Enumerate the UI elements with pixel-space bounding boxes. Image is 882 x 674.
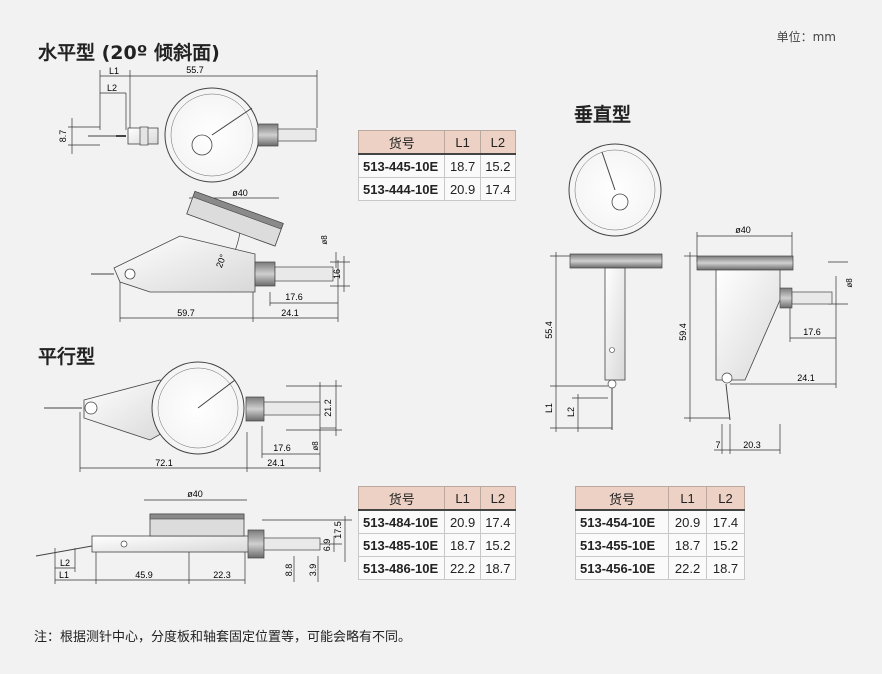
spec-table-vertical: 货号 L1 L2 513-454-10E 20.9 17.4 513-455-1…: [574, 486, 745, 580]
table-header-row: 货号 L1 L2: [357, 130, 517, 155]
model-number: 513-485-10E: [357, 533, 446, 557]
spec-table-parallel: 货号 L1 L2 513-484-10E 20.9 17.4 513-485-1…: [357, 486, 517, 580]
dim-label: L2: [60, 558, 70, 568]
l1-value: 18.7: [444, 533, 481, 557]
header-l1: L1: [668, 486, 708, 511]
horizontal-top-view: L1 L2 55.7 8.7: [58, 65, 318, 183]
model-number: 513-454-10E: [574, 509, 670, 534]
dim-label: 45.9: [135, 570, 153, 580]
table-row: 513-485-10E 18.7 15.2: [357, 533, 517, 557]
dim-label: 20°: [214, 252, 228, 269]
l2-value: 18.7: [706, 556, 745, 580]
model-number: 513-456-10E: [574, 556, 670, 580]
dim-label: L1: [59, 570, 69, 580]
table-row: 513-484-10E 20.9 17.4: [357, 509, 517, 534]
dim-label: 21.2: [323, 399, 333, 417]
dim-label: 55.4: [544, 321, 554, 339]
l2-value: 15.2: [479, 533, 517, 557]
header-l2: L2: [479, 486, 517, 511]
l2-value: 18.7: [479, 556, 517, 580]
l1-value: 20.9: [444, 177, 481, 201]
l1-value: 18.7: [444, 153, 481, 178]
dim-label: 3.9: [308, 564, 318, 577]
parallel-top-view: 21.2 17.6 ø8 72.1 24.1: [44, 361, 342, 472]
dim-label: 7: [715, 440, 720, 450]
section-title-vertical: 垂直型: [574, 104, 632, 126]
dim-label: ø40: [735, 225, 751, 235]
table-row: 513-486-10E 22.2 18.7: [357, 556, 517, 580]
l1-value: 20.9: [444, 509, 481, 534]
table-row: 513-454-10E 20.9 17.4: [574, 509, 745, 534]
model-number: 513-486-10E: [357, 556, 446, 580]
l1-value: 18.7: [668, 533, 708, 557]
dim-label: 22.3: [213, 570, 231, 580]
model-number: 513-484-10E: [357, 509, 446, 534]
l2-value: 17.4: [479, 177, 517, 201]
dim-label: 17.6: [285, 292, 303, 302]
dim-label: 20.3: [743, 440, 761, 450]
model-number: 513-455-10E: [574, 533, 670, 557]
l2-value: 15.2: [479, 153, 517, 178]
dim-label: ø8: [845, 278, 854, 288]
dim-label: 17.6: [803, 327, 821, 337]
section-title-parallel: 平行型: [38, 346, 96, 368]
table-header-row: 货号 L1 L2: [574, 486, 745, 511]
dim-label: ø40: [187, 489, 203, 499]
l2-value: 17.4: [479, 509, 517, 534]
unit-label: 单位：mm: [776, 30, 836, 44]
l1-value: 20.9: [668, 509, 708, 534]
header-l1: L1: [444, 130, 481, 155]
header-l2: L2: [479, 130, 517, 155]
l2-value: 15.2: [706, 533, 745, 557]
header-l1: L1: [444, 486, 481, 511]
dim-label: ø8: [311, 441, 320, 451]
header-model: 货号: [357, 486, 446, 511]
header-model: 货号: [574, 486, 670, 511]
dim-label: 59.4: [678, 323, 688, 341]
parallel-side-view: ø40 17.5 6.9 L2 L1 45.9 22.3 8.8 3.9: [35, 489, 352, 584]
dim-label: 8.8: [284, 564, 294, 577]
section-title-horizontal: 水平型 (20º 倾斜面): [38, 42, 220, 64]
vertical-side-view: ø40 ø8 59.4 17.6 24.1 7 20.3: [678, 225, 854, 454]
dim-label: 24.1: [267, 458, 285, 468]
header-model: 货号: [357, 130, 446, 155]
dim-label: 55.7: [186, 65, 204, 75]
dim-label: 24.1: [797, 373, 815, 383]
dim-label: L2: [566, 407, 576, 417]
dim-label: 16: [332, 269, 342, 279]
dim-label: 17.6: [273, 443, 291, 453]
l2-value: 17.4: [706, 509, 745, 534]
dim-label: ø8: [320, 235, 329, 245]
horizontal-side-view: ø40 20° ø8 16 17.6 59.7 24.1: [91, 188, 350, 322]
dim-label: 59.7: [177, 308, 195, 318]
table-row: 513-445-10E 18.7 15.2: [357, 153, 517, 178]
dim-label: 72.1: [155, 458, 173, 468]
dim-label: 17.5: [333, 521, 343, 539]
model-number: 513-444-10E: [357, 177, 446, 201]
spec-table-horizontal: 货号 L1 L2 513-445-10E 18.7 15.2 513-444-1…: [357, 130, 517, 201]
l1-value: 22.2: [444, 556, 481, 580]
table-row: 513-455-10E 18.7 15.2: [574, 533, 745, 557]
dim-label: 24.1: [281, 308, 299, 318]
footnote: 注：根据测针中心，分度板和轴套固定位置等，可能会略有不同。: [34, 630, 412, 645]
dim-label: L1: [544, 403, 554, 413]
dim-label: L1: [109, 66, 119, 76]
dim-label: ø40: [232, 188, 248, 198]
model-number: 513-445-10E: [357, 153, 446, 178]
table-row: 513-456-10E 22.2 18.7: [574, 556, 745, 580]
table-header-row: 货号 L1 L2: [357, 486, 517, 511]
dim-label: 8.7: [58, 130, 68, 143]
table-row: 513-444-10E 20.9 17.4: [357, 177, 517, 201]
l1-value: 22.2: [668, 556, 708, 580]
vertical-front-view: 55.4 L1 L2: [544, 143, 663, 432]
dim-label: 6.9: [322, 539, 332, 552]
dim-label: L2: [107, 83, 117, 93]
header-l2: L2: [706, 486, 745, 511]
